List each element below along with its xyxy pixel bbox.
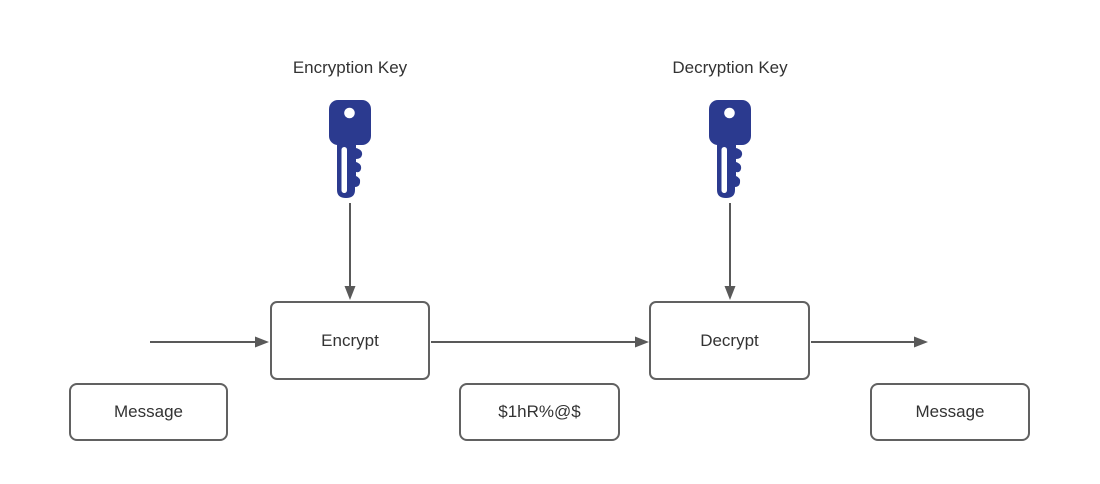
encryption-key-label: Encryption Key (292, 58, 408, 77)
encryption-key-icon (329, 100, 371, 198)
encrypt-node-label: Encrypt (321, 330, 379, 350)
ciphertext-label: $1hR%@$ (498, 402, 581, 421)
message-out-label: Message (915, 402, 985, 421)
message-in-node: Message (69, 383, 228, 441)
message-in-label: Message (114, 402, 183, 421)
ciphertext-node: $1hR%@$ (459, 383, 620, 441)
decrypt-node-label: Decrypt (700, 330, 759, 350)
decryption-key-label: Decryption Key (672, 58, 788, 77)
encrypt-node: Encrypt (270, 301, 430, 380)
arrow-out-of-decrypt (811, 336, 928, 348)
arrow-into-encrypt (150, 336, 269, 348)
decryption-key-icon (709, 100, 751, 198)
arrow-encrypt-to-decrypt (431, 336, 649, 348)
message-out-node: Message (870, 383, 1030, 441)
decrypt-node: Decrypt (649, 301, 810, 380)
arrow-encryption-key-to-encrypt (344, 203, 356, 300)
arrow-decryption-key-to-decrypt (724, 203, 736, 300)
